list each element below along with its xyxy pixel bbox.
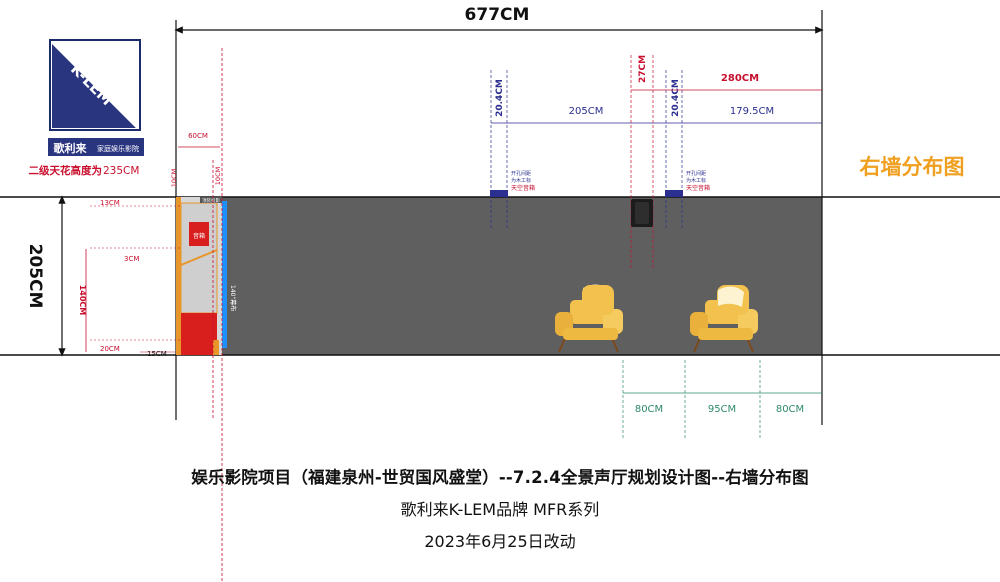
ceiling-speaker-dimensions: 20.4CM 205CM 20.4CM 179.5CM 开孔间距 为木工标 天空… (490, 70, 822, 230)
ceiling-height-note-prefix: 二级天花高度为 (29, 164, 103, 177)
dim-60: 60CM (188, 132, 208, 140)
seat-left (555, 284, 623, 353)
ceiling-height-note-value: 235CM (103, 165, 139, 177)
dim-3: 3CM (124, 255, 139, 263)
project-title: 娱乐影院项目（福建泉州-世贸国风盛堂）--7.2.4全景声厅规划设计图--右墙分… (191, 468, 809, 487)
ceiling-speaker-right-label: 天空音箱 (686, 184, 710, 192)
ceiling-speaker-left-label: 天空音箱 (511, 184, 535, 192)
top-projector-tag: 顶装投影 (202, 197, 220, 204)
dim-15: 15CM (147, 350, 167, 358)
logo-chinese-name: 歌利来 (54, 141, 88, 155)
dim-20-4-left: 20.4CM (495, 79, 505, 117)
total-width-label: 677CM (465, 5, 530, 25)
view-title: 右墙分布图 (860, 155, 965, 179)
center-speaker-box (189, 222, 209, 246)
dim-20: 20CM (100, 345, 120, 353)
klem-logo: K-LEM 歌利来 家庭娱乐影院 二级天花高度为 235CM (29, 39, 144, 177)
dim-13: 13CM (100, 199, 120, 207)
dim-80-right: 80CM (776, 404, 804, 415)
dim-10-left: 10CM (170, 169, 178, 187)
dim-20-4-right: 20.4CM (671, 79, 681, 117)
ceiling-speaker-right (665, 190, 683, 197)
ceiling-note-right-1: 开孔间距 (686, 170, 706, 177)
dim-95: 95CM (708, 404, 736, 415)
ceiling-speaker-left (490, 190, 508, 197)
wall-speaker-dimensions: 27CM 280CM (630, 55, 822, 270)
dim-10-right: 10CM (214, 167, 222, 185)
front-wall-section: 音箱 140"幕布 顶装投影 (176, 197, 237, 355)
brand-series: 歌利来K-LEM品牌 MFR系列 (400, 500, 600, 519)
dim-140: 140CM (78, 285, 87, 316)
seat-right (690, 285, 758, 353)
total-height-dimension: 205CM (20, 195, 176, 357)
revision-date: 2023年6月25日改动 (424, 532, 576, 551)
projection-screen (222, 201, 227, 348)
speaker-box-label: 音箱 (193, 232, 205, 240)
ceiling-note-left-2: 为木工标 (511, 177, 531, 184)
total-height-label: 205CM (25, 244, 45, 309)
dim-179-5: 179.5CM (730, 106, 774, 117)
total-width-dimension: 677CM (174, 5, 824, 34)
dim-205: 205CM (569, 106, 604, 117)
logo-tagline: 家庭娱乐影院 (97, 144, 139, 153)
dim-280: 280CM (721, 73, 759, 84)
ceiling-note-right-2: 为木工标 (686, 177, 706, 184)
subwoofer-block (181, 313, 217, 355)
bottom-dimensions: 80CM 95CM 80CM (622, 360, 822, 440)
front-dimensions: 60CM 10CM 10CM 13CM 3CM 140CM 20CM 15CM (78, 48, 223, 582)
screen-label: 140"幕布 (229, 285, 237, 311)
dim-27: 27CM (638, 55, 648, 83)
dim-80-left: 80CM (635, 404, 663, 415)
ceiling-note-left-1: 开孔间距 (511, 170, 531, 177)
